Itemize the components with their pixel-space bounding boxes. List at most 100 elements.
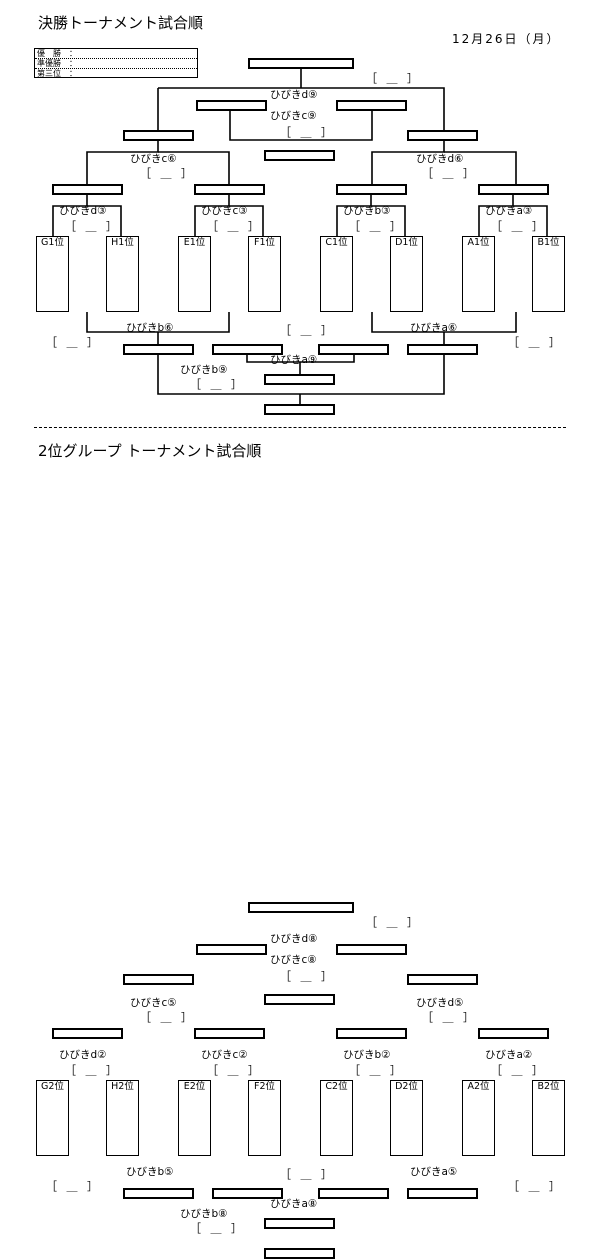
score-bracket: ［ ＿ ］ — [422, 167, 477, 180]
team-slot[interactable]: F1位 — [248, 236, 281, 312]
match-cons-third: ひびきb⑨ — [180, 364, 228, 376]
score-bracket: ［ ＿ ］ — [65, 1064, 120, 1077]
score-bracket: ［ ＿ ］ — [280, 970, 335, 983]
match-cons-final: ひびきa⑧ — [270, 1198, 318, 1210]
match-qf-3: ひびきb② — [343, 1049, 391, 1061]
cons-mid-right-box[interactable] — [318, 344, 389, 355]
team-slot[interactable]: A1位 — [462, 236, 495, 312]
team-label: C1位 — [325, 237, 348, 248]
team-slot[interactable]: A2位 — [462, 1080, 495, 1156]
score-bracket: ［ ＿ ］ — [140, 1011, 195, 1024]
section2-title: 2位グループ トーナメント試合順 — [38, 442, 262, 460]
legend-third: 第三位 ： — [37, 69, 77, 78]
match-qf-2: ひびきc③ — [201, 205, 248, 217]
score-bracket: ［ ＿ ］ — [366, 916, 421, 929]
cons-mid-right-box[interactable] — [318, 1188, 389, 1199]
semifinal-left-winner-box[interactable] — [196, 944, 267, 955]
score-bracket: ［ ＿ ］ — [190, 1222, 245, 1235]
score-bracket: ［ ＿ ］ — [508, 336, 563, 349]
score-bracket: ［ ＿ ］ — [422, 1011, 477, 1024]
qf-right-winner-box[interactable] — [407, 130, 478, 141]
score-bracket: ［ ＿ ］ — [349, 220, 404, 233]
score-bracket: ［ ＿ ］ — [190, 378, 245, 391]
qf-box-4[interactable] — [478, 1028, 549, 1039]
team-label: B2位 — [537, 1081, 560, 1092]
cons-mid-left-box[interactable] — [212, 344, 283, 355]
team-slot[interactable]: H2位 — [106, 1080, 139, 1156]
cons-winner-box[interactable] — [264, 404, 335, 415]
qf-left-winner-box[interactable] — [123, 974, 194, 985]
match-sf-right: ひびきd⑥ — [416, 153, 464, 165]
team-slot[interactable]: C1位 — [320, 236, 353, 312]
bracket-lines — [52, 69, 548, 404]
score-bracket: ［ ＿ ］ — [491, 220, 546, 233]
match-final-2: ひびきc⑨ — [270, 110, 317, 122]
qf-box-3[interactable] — [336, 184, 407, 195]
score-bracket: ［ ＿ ］ — [280, 324, 335, 337]
score-bracket: ［ ＿ ］ — [366, 72, 421, 85]
score-bracket: ［ ＿ ］ — [140, 167, 195, 180]
qf-box-4[interactable] — [478, 184, 549, 195]
score-bracket: ［ ＿ ］ — [349, 1064, 404, 1077]
cons-final-box[interactable] — [264, 374, 335, 385]
team-label: G1位 — [41, 237, 64, 248]
team-slot[interactable]: D1位 — [390, 236, 423, 312]
qf-left-winner-box[interactable] — [123, 130, 194, 141]
qf-box-2[interactable] — [194, 1028, 265, 1039]
team-label: A1位 — [467, 237, 490, 248]
team-slot[interactable]: E1位 — [178, 236, 211, 312]
semifinal-right-winner-box[interactable] — [336, 944, 407, 955]
team-slot[interactable]: G1位 — [36, 236, 69, 312]
match-final-2: ひびきc⑧ — [270, 954, 317, 966]
section-divider — [34, 427, 566, 428]
cons-right-box[interactable] — [407, 344, 478, 355]
qf-box-2[interactable] — [194, 184, 265, 195]
team-label: C2位 — [325, 1081, 348, 1092]
match-sf-right: ひびきd⑤ — [416, 997, 464, 1009]
match-qf-2: ひびきc② — [201, 1049, 248, 1061]
score-bracket: ［ ＿ ］ — [207, 1064, 262, 1077]
score-bracket: ［ ＿ ］ — [508, 1180, 563, 1193]
team-label: H1位 — [111, 237, 134, 248]
results-legend: 優 勝 ： 準優勝 ： 第三位 ： — [34, 48, 198, 78]
match-cons-third: ひびきb⑧ — [180, 1208, 228, 1220]
match-qf-4: ひびきa③ — [485, 205, 533, 217]
cons-left-box[interactable] — [123, 1188, 194, 1199]
team-slot[interactable]: F2位 — [248, 1080, 281, 1156]
score-bracket: ［ ＿ ］ — [280, 1168, 335, 1181]
third-place-box[interactable] — [264, 150, 335, 161]
cons-final-box[interactable] — [264, 1218, 335, 1229]
qf-right-winner-box[interactable] — [407, 974, 478, 985]
score-bracket: ［ ＿ ］ — [46, 1180, 101, 1193]
team-slot[interactable]: H1位 — [106, 236, 139, 312]
match-qf-1: ひびきd③ — [59, 205, 107, 217]
team-slot[interactable]: D2位 — [390, 1080, 423, 1156]
team-slot[interactable]: G2位 — [36, 1080, 69, 1156]
qf-box-3[interactable] — [336, 1028, 407, 1039]
cons-winner-box[interactable] — [264, 1248, 335, 1259]
match-cons-final: ひびきa⑨ — [270, 354, 318, 366]
match-sf-left: ひびきc⑥ — [130, 153, 177, 165]
final-winner-box[interactable] — [248, 902, 354, 913]
team-label: F1位 — [253, 237, 275, 248]
qf-box-1[interactable] — [52, 1028, 123, 1039]
score-bracket: ［ ＿ ］ — [65, 220, 120, 233]
team-label: E1位 — [183, 237, 206, 248]
team-slot[interactable]: C2位 — [320, 1080, 353, 1156]
team-slot[interactable]: E2位 — [178, 1080, 211, 1156]
team-slot[interactable]: B2位 — [532, 1080, 565, 1156]
semifinal-right-winner-box[interactable] — [336, 100, 407, 111]
semifinal-left-winner-box[interactable] — [196, 100, 267, 111]
third-place-box[interactable] — [264, 994, 335, 1005]
qf-box-1[interactable] — [52, 184, 123, 195]
cons-left-box[interactable] — [123, 344, 194, 355]
legend-champion: 優 勝 ： — [35, 49, 197, 59]
team-label: G2位 — [41, 1081, 64, 1092]
team-label: F2位 — [253, 1081, 275, 1092]
score-bracket: ［ ＿ ］ — [207, 220, 262, 233]
team-slot[interactable]: B1位 — [532, 236, 565, 312]
final-winner-box[interactable] — [248, 58, 354, 69]
cons-right-box[interactable] — [407, 1188, 478, 1199]
